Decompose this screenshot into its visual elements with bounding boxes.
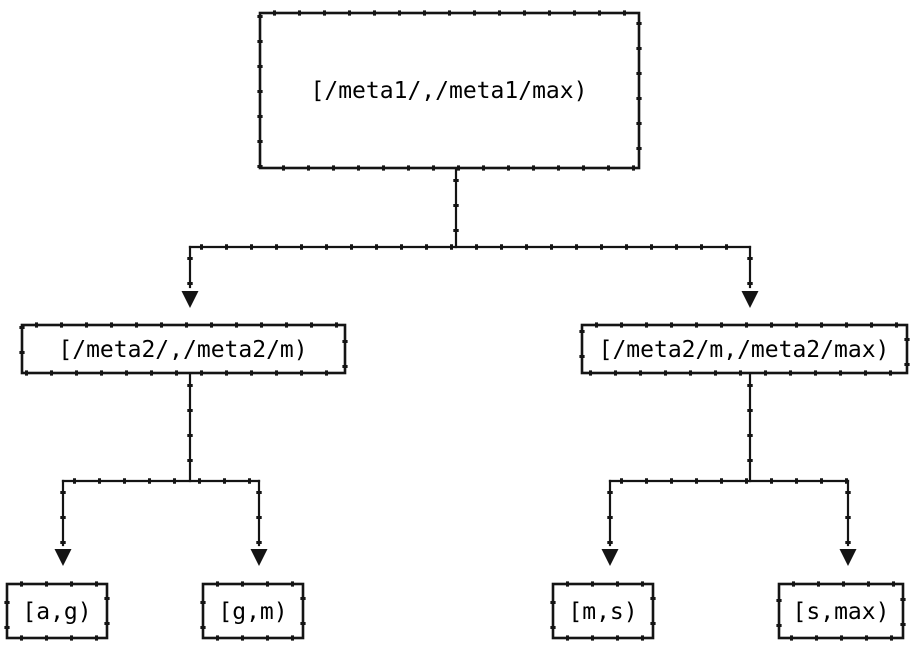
arrow-down-icon <box>741 291 759 308</box>
node-root-label: [/meta1/,/meta1/max) <box>311 78 588 104</box>
node-leaf-smax-label: [s,max) <box>793 599 890 625</box>
node-root-box-ticks <box>257 10 642 171</box>
node-leaf-gm: [g,m) <box>200 581 306 641</box>
node-left-child-label: [/meta2/,/meta2/m) <box>58 337 307 363</box>
node-leaf-ag-label: [a,g) <box>22 599 91 625</box>
node-leaf-gm-box <box>201 582 305 640</box>
node-leaf-ms-box <box>551 582 655 640</box>
node-right-child-label: [/meta2/m,/meta2/max) <box>599 337 890 363</box>
arrow-down-icon <box>601 549 619 566</box>
edge-root-to-children <box>181 167 759 308</box>
node-leaf-ag-box <box>5 582 109 640</box>
node-leaf-ms: [m,s) <box>550 581 656 641</box>
arrow-down-icon <box>181 291 199 308</box>
node-right-child: [/meta2/m,/meta2/max) <box>579 322 910 376</box>
edge-right-to-leaves <box>601 372 857 566</box>
node-left-child: [/meta2/,/meta2/m) <box>19 322 348 376</box>
node-leaf-smax: [s,max) <box>776 581 906 641</box>
arrow-down-icon <box>839 549 857 566</box>
arrow-down-icon <box>250 549 268 566</box>
node-leaf-ms-label: [m,s) <box>568 599 637 625</box>
node-left-child-box <box>20 323 347 375</box>
node-leaf-gm-label: [g,m) <box>218 599 287 625</box>
edge-left-to-leaves <box>54 372 268 566</box>
node-right-child-box <box>580 323 909 375</box>
node-leaf-smax-box-ticks <box>776 581 906 641</box>
node-root: [/meta1/,/meta1/max) <box>257 10 642 171</box>
node-leaf-ag: [a,g) <box>4 581 110 641</box>
arrow-down-icon <box>54 549 72 566</box>
